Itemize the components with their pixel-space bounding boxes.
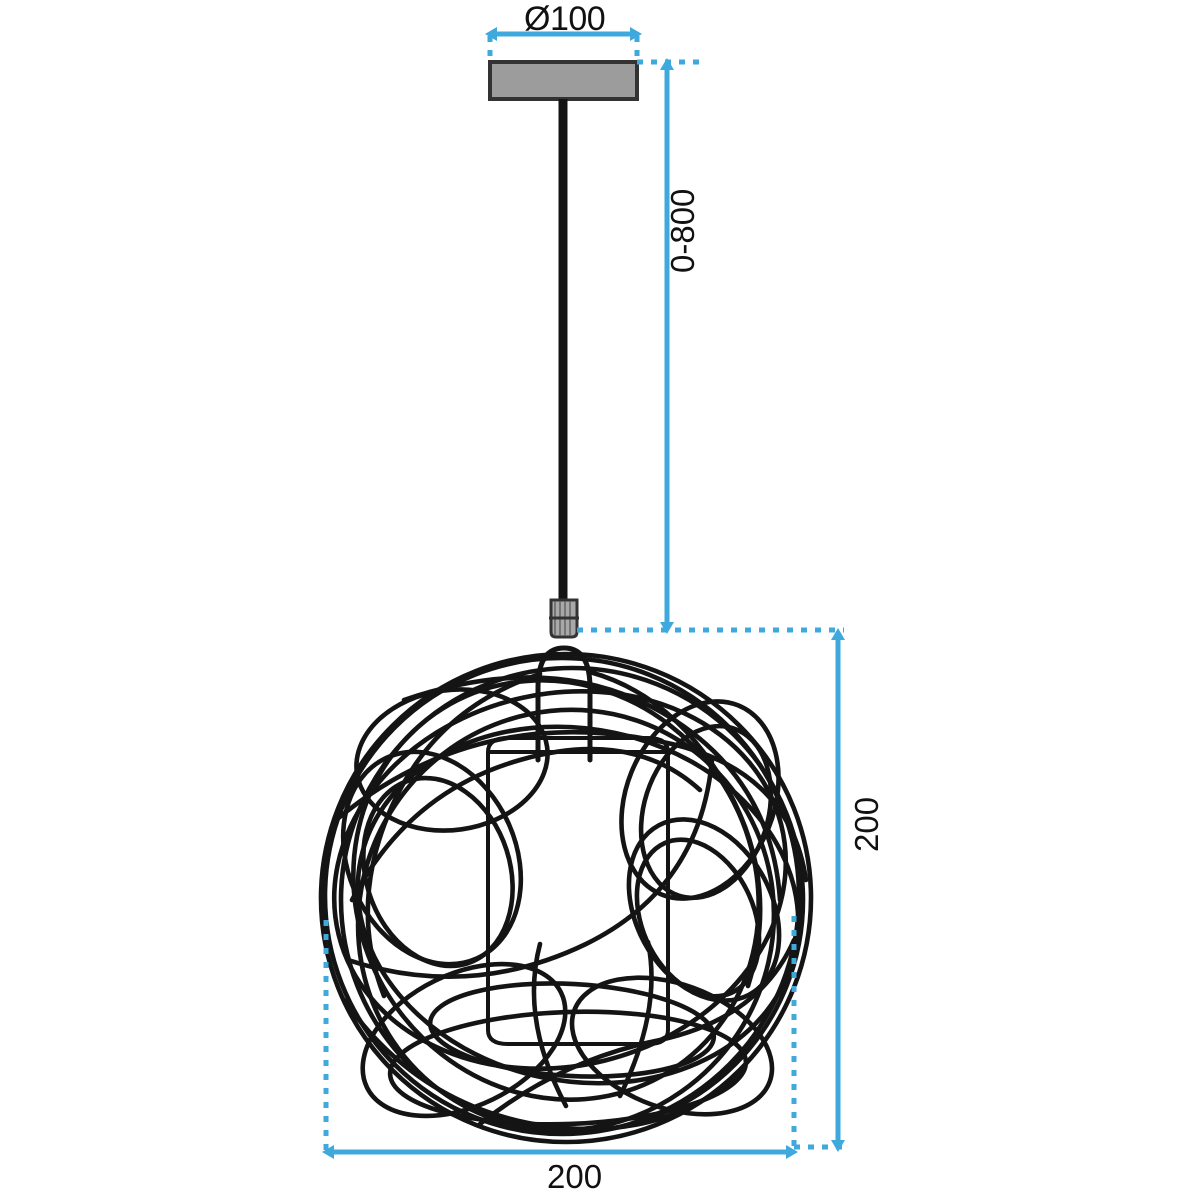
globe-loop-1 — [331, 688, 789, 1072]
inner-cylinder-top — [486, 736, 670, 753]
dimension-label-cable-drop: 0-800 — [664, 188, 701, 273]
dimension-shade-height — [794, 628, 845, 1152]
cable-grip — [549, 598, 579, 639]
globe-ring-bottom-flat — [427, 981, 717, 1079]
globe-arc-left-spine — [365, 671, 543, 999]
wire-globe-shade — [318, 651, 814, 1145]
globe-ring-bottom-wide — [387, 1009, 749, 1127]
dimension-label-canopy-diameter: Ø100 — [524, 0, 606, 38]
dimension-cable-drop — [577, 58, 844, 634]
globe-loop-3 — [355, 707, 777, 1133]
globe-arc-bottom-stem-2 — [617, 939, 654, 1099]
inner-cylinder-body — [486, 752, 670, 1046]
globe-petal-right-upper — [619, 699, 781, 901]
globe-arc-left-crest — [349, 746, 703, 903]
inner-cylinder — [486, 736, 670, 1046]
canopy-plate-body — [488, 60, 639, 101]
globe-arc-lower-left — [341, 997, 745, 1132]
globe-arc-bottom-stem — [531, 941, 569, 1109]
dimension-canopy-diameter — [485, 27, 642, 62]
dimension-label-shade-height: 200 — [848, 796, 885, 852]
globe-arc-right-spine — [587, 669, 763, 989]
globe-petal-bottom-left — [360, 961, 568, 1119]
ceiling-mount-plate — [488, 60, 639, 101]
dimension-label-shade-width: 200 — [547, 1158, 603, 1195]
globe-petal-right-lower — [626, 817, 782, 1003]
globe-arc-mid-sweep — [345, 757, 715, 979]
globe-outer-ring-1 — [318, 651, 814, 1145]
dimension-shade-width — [322, 916, 798, 1159]
